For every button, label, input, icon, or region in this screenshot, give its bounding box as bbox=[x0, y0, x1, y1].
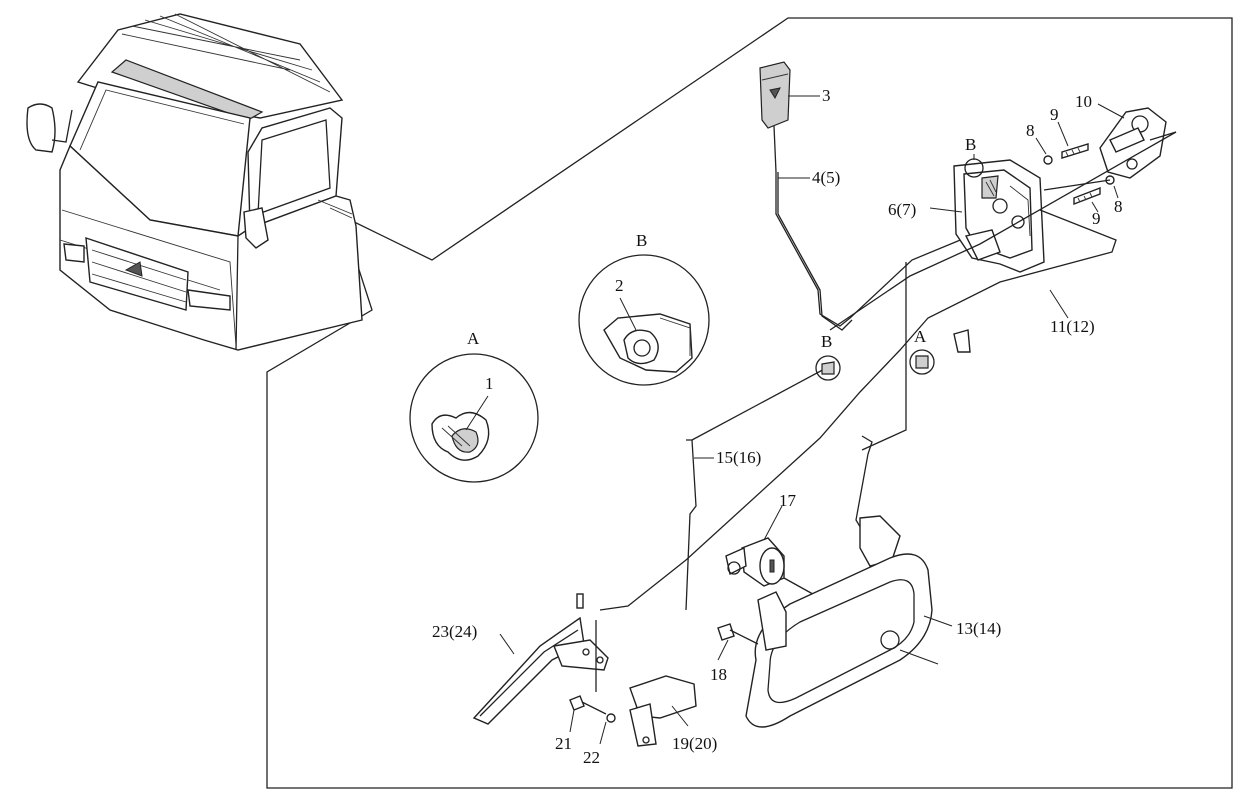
outside-door-handle bbox=[745, 435, 953, 728]
control-rods bbox=[599, 131, 1177, 611]
detail-view-a bbox=[409, 353, 539, 483]
detail-view-b bbox=[578, 254, 710, 386]
latch-b-marker: B bbox=[965, 135, 976, 154]
label-part-18: 18 bbox=[710, 665, 727, 684]
label-part-21: 21 bbox=[555, 734, 572, 753]
label-part-8-upper: 8 bbox=[1026, 121, 1035, 140]
label-part-6-7: 6(7) bbox=[888, 200, 916, 219]
callout-a-on-rod bbox=[909, 349, 935, 375]
key-cylinder bbox=[725, 505, 821, 599]
label-part-2: 2 bbox=[615, 276, 624, 295]
door-latch-assembly bbox=[953, 158, 1045, 273]
striker-and-fasteners bbox=[1035, 103, 1177, 213]
callout-b-on-rod bbox=[815, 355, 841, 381]
label-part-11-12: 11(12) bbox=[1050, 317, 1095, 336]
label-part-3: 3 bbox=[822, 86, 831, 105]
callout-a-marker: A bbox=[914, 327, 927, 346]
label-part-9-upper: 9 bbox=[1050, 105, 1059, 124]
detail-b-title: B bbox=[636, 231, 647, 250]
label-part-22: 22 bbox=[583, 748, 600, 767]
label-part-17: 17 bbox=[779, 491, 797, 510]
label-part-10: 10 bbox=[1075, 92, 1092, 111]
label-part-9-lower: 9 bbox=[1092, 209, 1101, 228]
label-part-13-14: 13(14) bbox=[956, 619, 1001, 638]
label-part-1: 1 bbox=[485, 374, 494, 393]
label-part-4-5: 4(5) bbox=[812, 168, 840, 187]
truck-cab-illustration bbox=[26, 13, 363, 351]
detail-a-title: A bbox=[467, 329, 480, 348]
inside-handle-assembly bbox=[472, 593, 697, 747]
callout-b-marker: B bbox=[821, 332, 832, 351]
bolt-18 bbox=[717, 623, 759, 661]
label-part-8-lower: 8 bbox=[1114, 197, 1123, 216]
label-part-15-16: 15(16) bbox=[716, 448, 761, 467]
label-part-19-20: 19(20) bbox=[672, 734, 717, 753]
lock-knob-and-rod bbox=[759, 61, 971, 331]
zoom-frame bbox=[266, 17, 1233, 789]
label-part-23-24: 23(24) bbox=[432, 622, 477, 641]
